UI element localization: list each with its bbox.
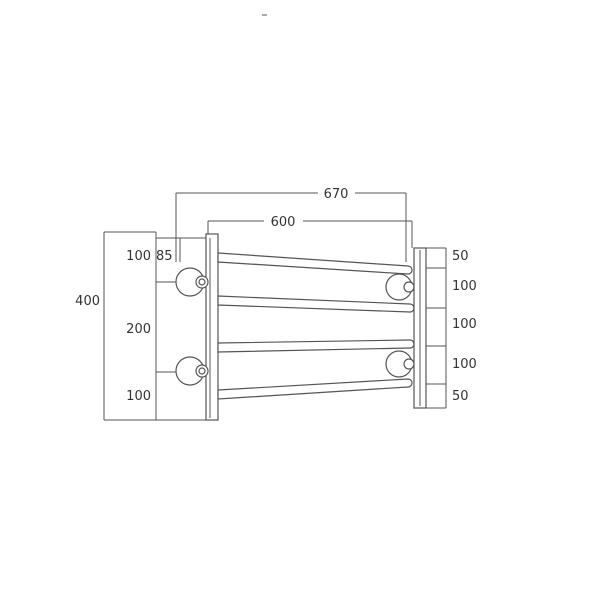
dimension-right-spacing: 50 100 100 100 50 <box>426 247 477 409</box>
swing-bar-2 <box>217 295 415 313</box>
right-pivot-knob-top <box>385 273 415 301</box>
swing-bar-1 <box>217 252 413 275</box>
left-pivot-knob-bottom <box>175 356 209 386</box>
dim-label-670: 670 <box>324 187 349 202</box>
right-mounting-plate <box>413 247 427 409</box>
dim-label-right-100-3: 100 <box>452 357 477 372</box>
dim-label-left-100-top: 100 <box>126 249 151 264</box>
dim-label-right-50-top: 50 <box>452 249 469 264</box>
dim-label-400: 400 <box>75 294 100 309</box>
dimension-overall-width: 670 <box>175 187 407 262</box>
dim-label-left-200: 200 <box>126 322 151 337</box>
dim-label-right-100-2: 100 <box>452 317 477 332</box>
dim-label-right-100-1: 100 <box>452 279 477 294</box>
dim-label-left-100-bottom: 100 <box>126 389 151 404</box>
dim-label-right-50-bottom: 50 <box>452 389 469 404</box>
swing-bar-4 <box>217 378 413 400</box>
right-pivot-knob-bottom <box>385 350 415 378</box>
left-mounting-plate <box>205 233 219 421</box>
left-pivot-knob-top <box>175 267 209 297</box>
dimension-bar-length: 600 <box>207 215 413 248</box>
dim-label-600: 600 <box>271 215 296 230</box>
swing-bar-3 <box>217 339 415 353</box>
dim-label-85: 85 <box>156 249 173 264</box>
dimension-left-heights: 400 100 85 200 100 <box>75 231 208 421</box>
